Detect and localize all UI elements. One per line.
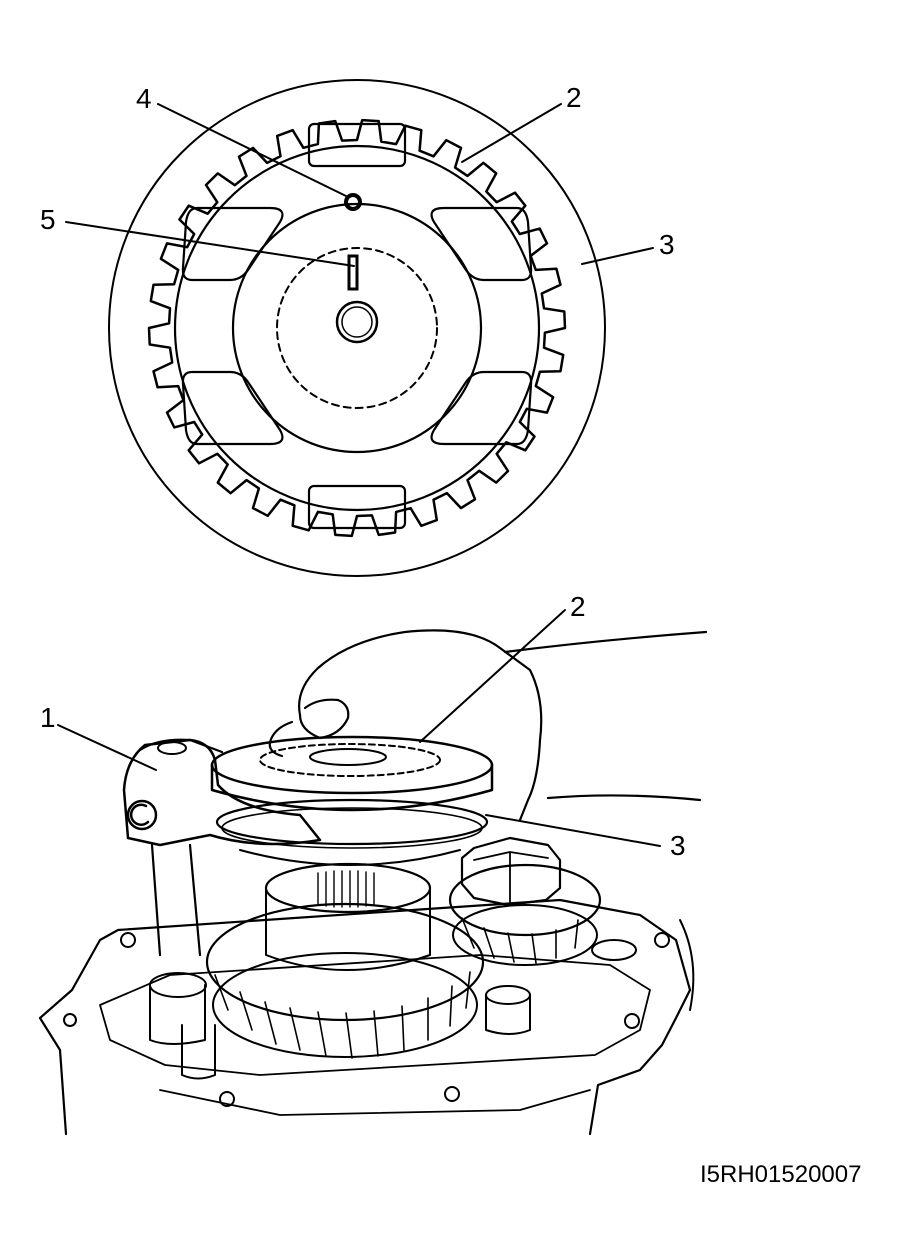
- tool-screw-slot: [129, 803, 150, 826]
- window-upper-left: [181, 206, 284, 282]
- window-lower-right: [430, 370, 533, 446]
- nut-face: [473, 851, 549, 904]
- large-gear-lower-face: [212, 952, 478, 1058]
- sync-sleeve-bore: [309, 748, 387, 766]
- case-bolt-1: [63, 1013, 77, 1027]
- tool-screw-head: [126, 799, 158, 831]
- sync-ring-3-inner: [221, 807, 483, 849]
- leader-4: [157, 103, 347, 197]
- outer-ring-3: [108, 79, 606, 577]
- leader-2-bottom: [419, 609, 566, 743]
- sync-ring-3: [215, 798, 489, 846]
- callout-5: 5: [40, 204, 56, 235]
- case-bolt-2: [120, 932, 136, 948]
- case-boss-right-top: [485, 985, 531, 1005]
- wrist-back: [679, 919, 695, 1011]
- large-helical-gear: [205, 902, 485, 1022]
- sync-sleeve-teeth: [259, 743, 441, 777]
- tool-arm: [138, 738, 224, 754]
- gear-teeth-outline: [147, 118, 567, 538]
- special-tool-1: [122, 738, 322, 847]
- transmission-case: [38, 898, 692, 1136]
- alignment-mark-5: [347, 254, 359, 291]
- case-bolt-6: [654, 932, 670, 948]
- inner-disc-edge: [173, 144, 541, 512]
- figure-code: I5RH01520007: [700, 1161, 861, 1188]
- alignment-mark-4: [344, 193, 362, 211]
- hand: [298, 629, 543, 822]
- gear-hub: [265, 889, 431, 971]
- forearm-top: [503, 630, 708, 654]
- leader-3-top: [581, 247, 654, 265]
- callout-4: 4: [136, 83, 152, 114]
- case-bolt-5: [624, 1013, 640, 1029]
- leader-2-top: [461, 103, 562, 163]
- center-bore-inner: [341, 306, 373, 338]
- callout-3-top: 3: [659, 229, 675, 260]
- case-bolt-3: [219, 1091, 235, 1107]
- sync-sleeve-side: [210, 763, 494, 812]
- leader-1: [57, 724, 157, 771]
- hub-sleeve-2: [231, 202, 483, 454]
- window-upper-right: [430, 206, 533, 282]
- counter-gear-teeth: [461, 917, 579, 964]
- leader-3-bottom: [485, 814, 661, 847]
- top-view-synchronizer: 4 2 5 3: [40, 79, 675, 577]
- counter-gear: [448, 863, 602, 937]
- tool-pivot: [157, 741, 187, 755]
- inner-spline-ring: [276, 247, 438, 409]
- callout-1: 1: [40, 702, 56, 733]
- forearm-bottom: [546, 794, 702, 802]
- shift-shaft-top: [149, 972, 207, 998]
- tool-handle: [150, 843, 202, 957]
- thumb: [298, 698, 350, 740]
- large-gear-teeth: [214, 971, 471, 1059]
- window-lower-left: [181, 370, 284, 446]
- leader-5: [65, 221, 355, 267]
- case-bolt-4: [444, 1086, 460, 1102]
- case-boss-far-right: [591, 939, 637, 961]
- key-slot-top: [307, 122, 407, 168]
- callout-2-top: 2: [566, 82, 582, 113]
- shift-rod: [181, 1024, 216, 1080]
- sync-ring-3-underside: [239, 849, 461, 866]
- case-boss-right: [485, 994, 531, 1035]
- case-flange: [99, 954, 651, 1076]
- shift-shaft: [149, 984, 206, 1045]
- callout-2-bottom: 2: [570, 591, 586, 622]
- bottom-view-installation: 2 1 3: [38, 591, 708, 1136]
- key-slot-bottom: [307, 484, 407, 530]
- counter-gear-nut: [460, 836, 562, 907]
- case-lower-rim: [159, 1089, 591, 1116]
- hub-splines: [317, 870, 375, 908]
- callout-3-bottom: 3: [670, 830, 686, 861]
- center-bore: [335, 300, 379, 344]
- counter-gear-lower-face: [452, 904, 598, 966]
